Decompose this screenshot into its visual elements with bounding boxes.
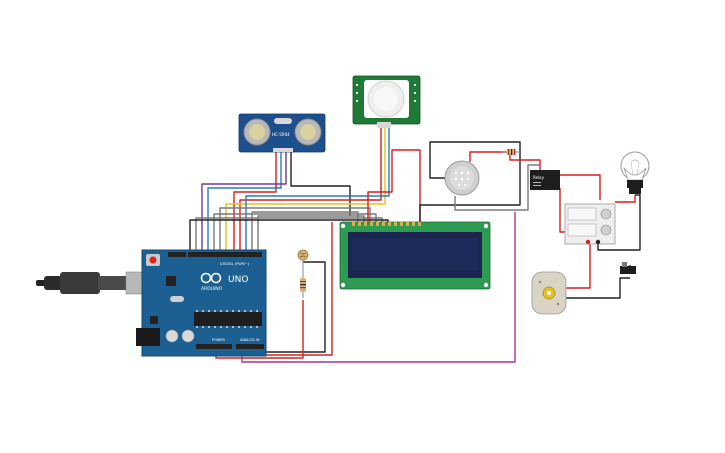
wire-motor-red[interactable] xyxy=(566,244,591,289)
wire-lcd-vcc[interactable] xyxy=(367,149,421,222)
light-bulb[interactable] xyxy=(620,151,650,194)
buzzer-speaker[interactable] xyxy=(444,160,480,196)
wire-lamp-red[interactable] xyxy=(615,195,636,203)
slide-switch[interactable] xyxy=(620,262,636,274)
wire-buzzer-1[interactable] xyxy=(419,141,521,222)
wire-ultrasonic-vcc[interactable] xyxy=(233,152,277,254)
wire-ultrasonic-gnd[interactable] xyxy=(290,152,351,216)
wire-ultrasonic-echo[interactable] xyxy=(201,152,287,254)
wire-lcd-d5[interactable] xyxy=(257,215,365,254)
relay-label: Relay xyxy=(533,175,545,180)
wire-lcd-d6[interactable] xyxy=(219,207,371,254)
wire-lcd-en[interactable] xyxy=(189,219,389,254)
arduino-infinity-logo xyxy=(200,272,222,284)
arduino-power-label: POWER xyxy=(212,338,226,342)
dc-motor[interactable] xyxy=(531,271,567,315)
wire-motor-black[interactable] xyxy=(566,277,630,299)
wire-pir-gnd[interactable] xyxy=(245,128,390,254)
wire-lamp-black[interactable] xyxy=(597,194,641,251)
wire-relay-red-2[interactable] xyxy=(558,174,601,200)
wire-pir-vcc[interactable] xyxy=(239,128,382,254)
wire-buzzer-2[interactable] xyxy=(469,151,541,175)
wire-pir-out[interactable] xyxy=(225,128,386,254)
arduino-digital-label: DIGITAL (PWM~) xyxy=(220,262,250,266)
resistor-top[interactable] xyxy=(502,149,520,155)
power-supply[interactable] xyxy=(564,203,616,245)
photoresistor[interactable] xyxy=(297,249,309,272)
wire-buzzer-3[interactable] xyxy=(454,164,540,211)
usb-cable xyxy=(36,271,159,295)
wire-ultrasonic-trig[interactable] xyxy=(207,152,282,254)
arduino-analog-label: ANALOG IN xyxy=(240,338,260,342)
arduino-brand-label: ARDUINO xyxy=(201,286,223,292)
resistor-ldr[interactable] xyxy=(300,272,306,298)
wires xyxy=(189,128,641,363)
relay-module[interactable]: Relay xyxy=(530,170,560,190)
arduino-uno-board[interactable]: UNO ARDUINO DIGITAL (PWM~) POWER ANALOG … xyxy=(136,249,267,357)
pir-motion-sensor[interactable] xyxy=(352,75,421,128)
wire-lcd-d4[interactable] xyxy=(251,211,359,254)
ultrasonic-model-label: HC-SR04 xyxy=(272,132,290,137)
lcd-16x2-display[interactable] xyxy=(339,221,491,290)
ultrasonic-sensor[interactable]: HC-SR04 xyxy=(238,113,326,153)
arduino-model-label: UNO xyxy=(228,275,248,285)
